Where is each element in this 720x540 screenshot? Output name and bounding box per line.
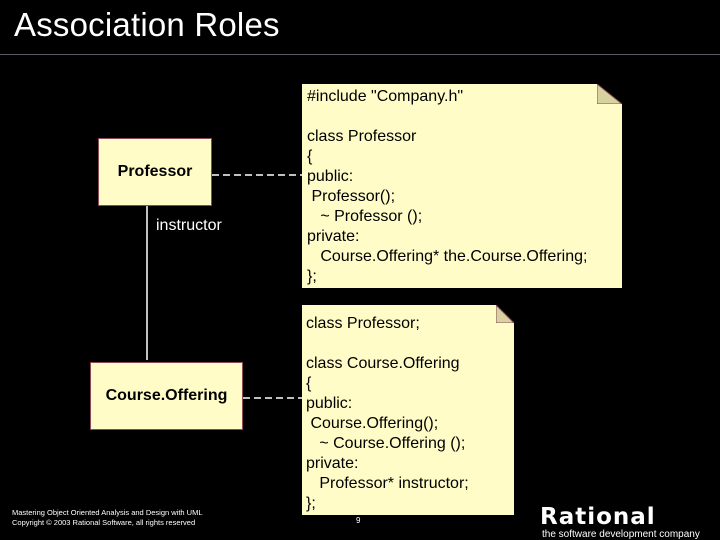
note-line: #include "Company.h" [307, 88, 464, 105]
note-line: }; [307, 268, 317, 285]
note-line: private: [306, 455, 359, 472]
course-offering-class-name: Course.Offering [105, 387, 228, 404]
title-divider [0, 54, 720, 55]
note-fold-corner [597, 84, 622, 104]
note-line: Professor(); [307, 188, 396, 205]
page-number: 9 [356, 516, 361, 525]
note-professor-header[interactable]: #include "Company.h" class Professor { p… [302, 84, 622, 288]
logo-wordmark: Rational [540, 504, 656, 530]
course-offering-class-box[interactable]: Course.Offering [90, 362, 243, 430]
note-line: ~ Professor (); [307, 208, 423, 225]
note-line [307, 107, 622, 127]
note-line: public: [307, 168, 354, 185]
note-line [306, 334, 514, 354]
note-line: private: [307, 228, 360, 245]
role-label-instructor: instructor [156, 217, 222, 234]
footer-copyright-line: Copyright © 2003 Rational Software, all … [12, 518, 196, 527]
note-line: { [307, 148, 313, 165]
note-line: class Professor [307, 128, 417, 145]
note-line: class Professor; [306, 315, 420, 332]
rational-logo: Rational the software development compan… [540, 505, 700, 540]
note-course-offering-header[interactable]: class Professor; class Course.Offering {… [302, 305, 514, 515]
note-line: Course.Offering* the.Course.Offering; [307, 248, 588, 265]
note-line: ~ Course.Offering (); [306, 435, 466, 452]
professor-class-name: Professor [117, 163, 193, 180]
footer-course-title: Mastering Object Oriented Analysis and D… [12, 508, 203, 517]
footer-copyright: Mastering Object Oriented Analysis and D… [12, 508, 203, 528]
note-line: Professor* instructor; [306, 475, 469, 492]
note-line: { [306, 375, 312, 392]
slide-title: Association Roles [14, 6, 280, 43]
professor-class-box[interactable]: Professor [98, 138, 212, 206]
note-line: Course.Offering(); [306, 415, 439, 432]
note-fold-corner [496, 305, 514, 323]
note-line: }; [306, 495, 316, 512]
note-line: class Course.Offering [306, 355, 460, 372]
note-line: public: [306, 395, 353, 412]
logo-tagline: the software development company [542, 529, 700, 540]
